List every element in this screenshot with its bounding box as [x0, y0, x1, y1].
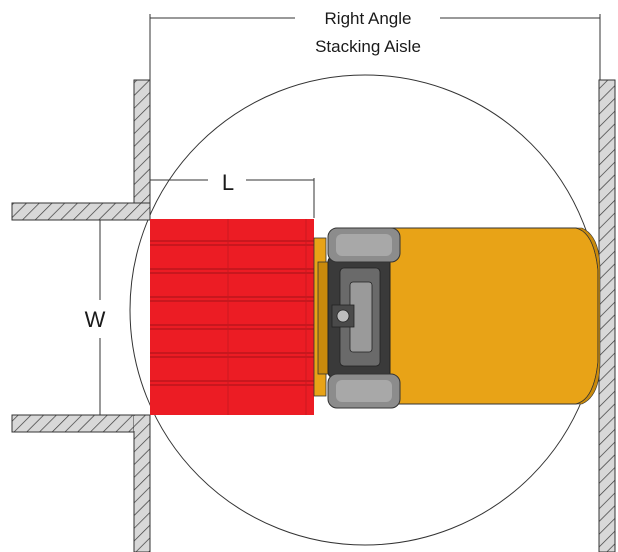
aisle-dimension [149, 14, 601, 80]
width-dimension [99, 219, 150, 416]
front-tire-bottom [327, 373, 401, 409]
width-label: W [85, 307, 106, 332]
length-label: L [222, 170, 234, 195]
front-tire-top [327, 227, 401, 263]
right-wall [598, 79, 616, 552]
forklift [327, 227, 601, 409]
lower-return-wall [11, 414, 151, 433]
pallet-load [150, 219, 314, 415]
aisle-walls [11, 79, 616, 552]
left-wall-upper [133, 79, 151, 221]
upper-return-wall [11, 202, 151, 221]
length-dimension [150, 178, 315, 218]
left-wall-lower [133, 414, 151, 552]
aisle-label-line2: Stacking Aisle [315, 37, 421, 56]
aisle-label-line1: Right Angle [325, 9, 412, 28]
